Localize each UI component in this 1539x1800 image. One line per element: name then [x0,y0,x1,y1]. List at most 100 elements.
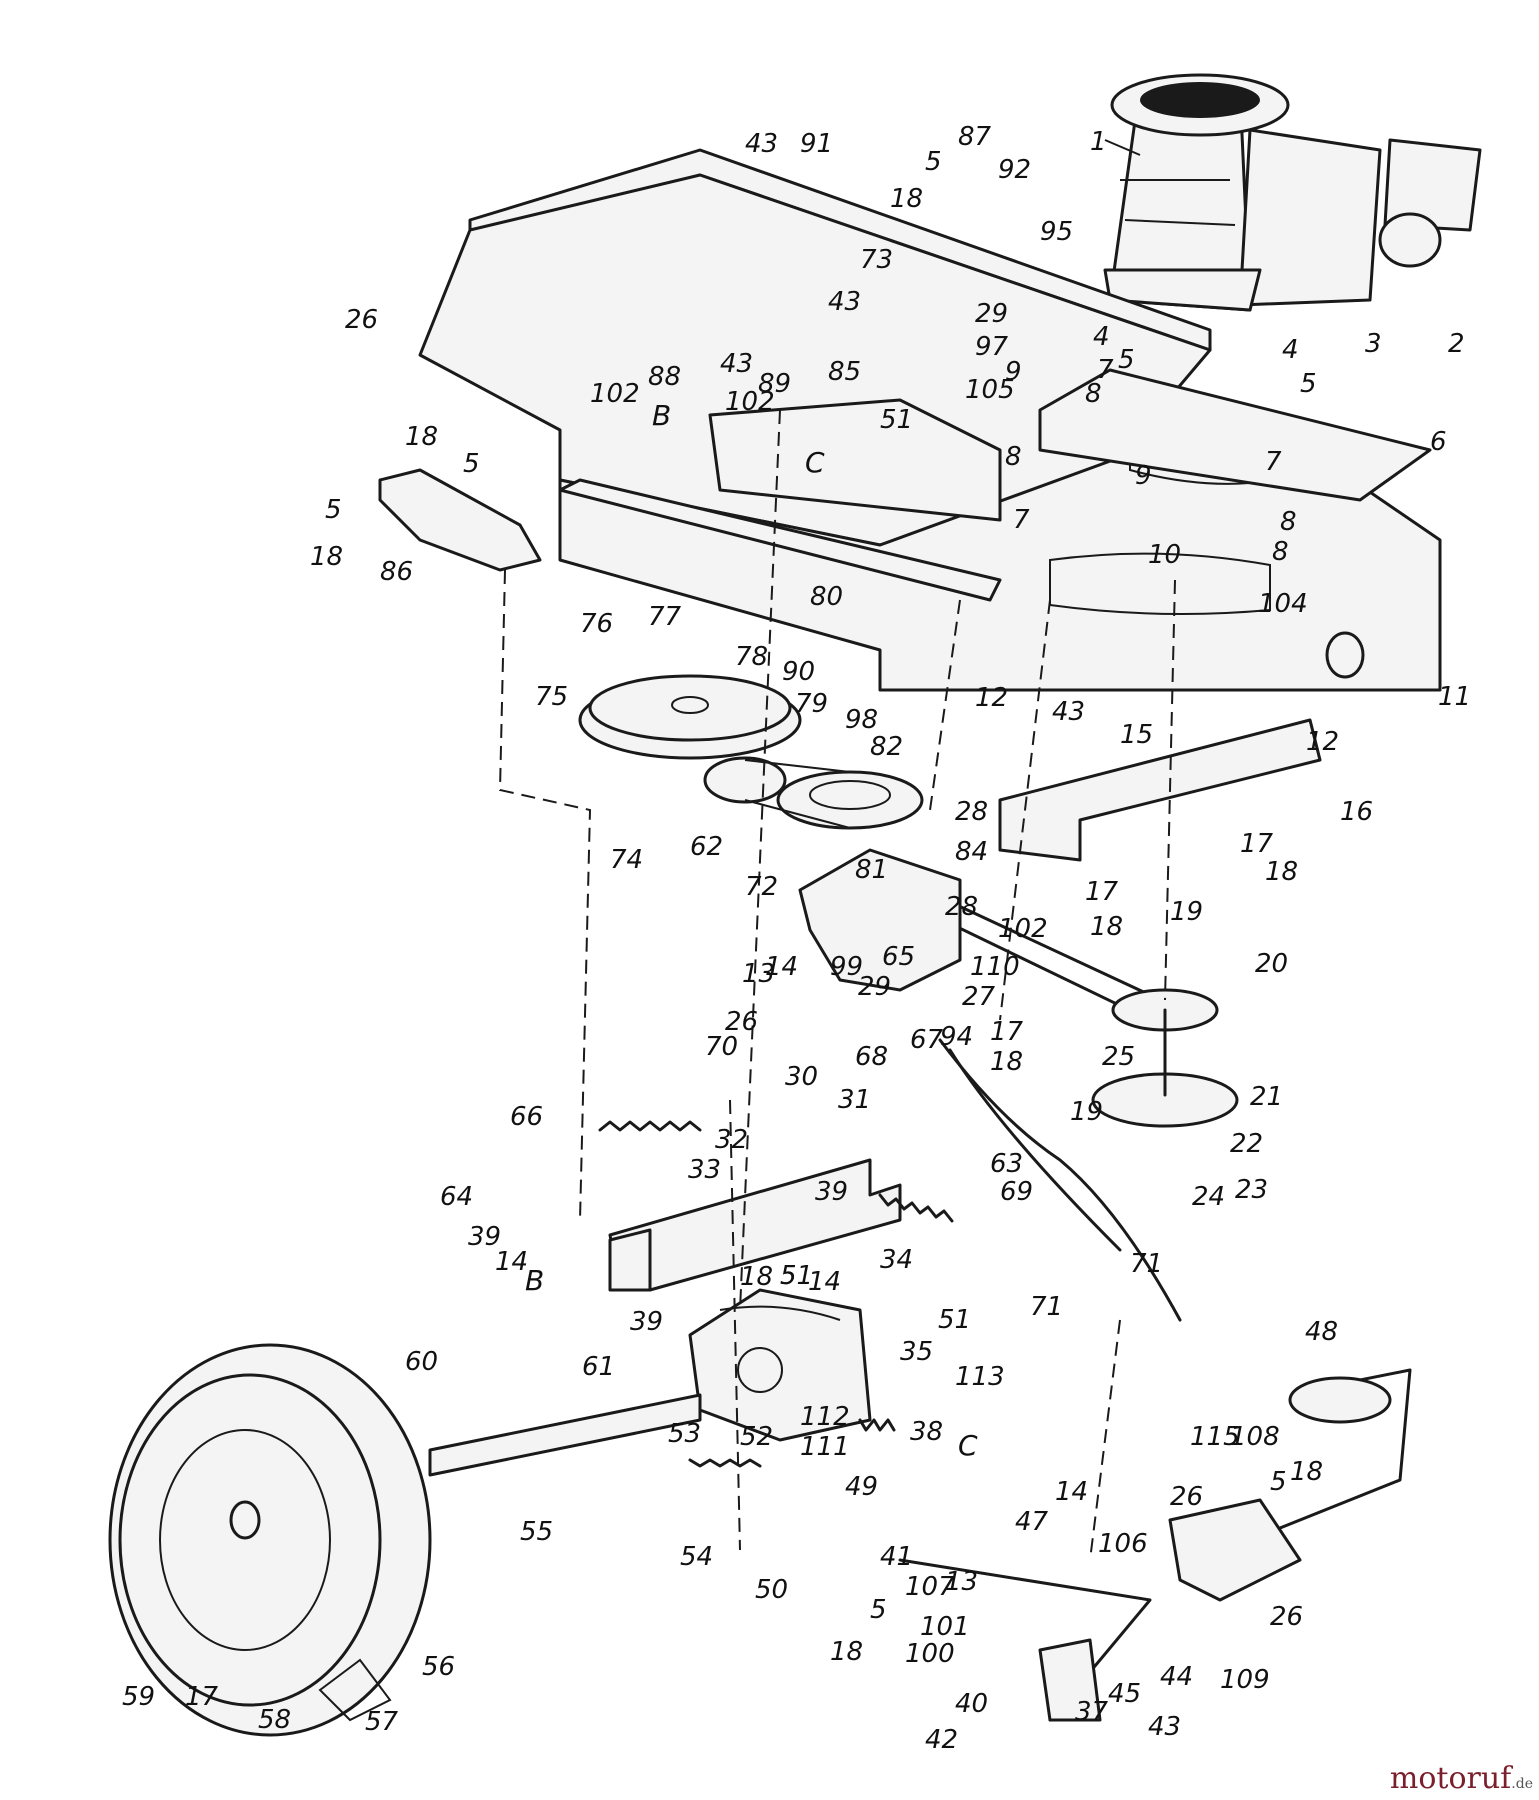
callout-102b: 102 [725,387,775,417]
callout-7c: 7 [1013,505,1030,535]
axle-illustration [428,1393,702,1477]
callout-57: 57 [365,1707,399,1737]
callout-82: 82 [870,732,903,762]
callout-76: 76 [580,609,613,639]
callout-113: 113 [955,1362,1005,1392]
callout-17a: 17 [1240,829,1274,859]
callout-27: 27 [962,982,996,1012]
callout-68: 68 [855,1042,888,1072]
callout-14b: 14 [495,1247,528,1277]
callout-73: 73 [860,245,893,275]
reference-b-upper: B [652,399,671,432]
watermark-brand: motoruf [1389,1761,1512,1796]
pedal-linkage-illustration [898,1368,1412,1722]
idler-bracket-illustration [798,848,962,992]
callout-51b: 51 [938,1305,971,1335]
control-rod-illustration-2 [948,1048,1122,1252]
callout-14d: 14 [1055,1477,1088,1507]
callout-40: 40 [955,1689,988,1719]
callout-8b: 8 [1005,442,1022,472]
callout-71b: 71 [1030,1292,1063,1322]
callout-8d: 8 [1272,537,1289,567]
callout-75: 75 [535,682,568,712]
seat-plate-illustration [1038,368,1432,502]
callout-37: 37 [1075,1697,1109,1727]
callout-61: 61 [582,1352,615,1382]
callout-92: 92 [998,155,1031,185]
callout-107: 107 [905,1572,955,1602]
callout-12a: 12 [975,683,1008,713]
callout-67: 67 [910,1025,944,1055]
callout-31: 31 [838,1085,871,1115]
callout-3: 3 [1365,329,1382,359]
callout-24: 24 [1192,1182,1225,1212]
callout-4b: 4 [1282,335,1299,365]
callout-29b: 29 [858,972,891,1002]
part-number-labels: 1 2 3 4 4 5 5 5 5 5 5 5 5 6 7 7 7 8 8 8 … [122,122,1471,1755]
callout-77: 77 [648,602,682,632]
callout-54: 54 [680,1542,713,1572]
callout-98: 98 [845,705,878,735]
callout-99: 99 [830,952,863,982]
callout-39a: 39 [468,1222,501,1252]
callout-18b: 18 [405,422,438,452]
callout-71a: 71 [1130,1249,1163,1279]
callout-1: 1 [1090,127,1107,157]
pulley-drive-illustration [578,674,924,830]
callout-19b: 19 [1070,1097,1103,1127]
callout-18c: 18 [310,542,343,572]
callout-32: 32 [715,1125,748,1155]
callout-58: 58 [258,1705,291,1735]
control-rod-illustration [938,1038,1182,1322]
callout-48: 48 [1305,1317,1338,1347]
callout-14c: 14 [808,1267,841,1297]
callout-94: 94 [940,1022,973,1052]
callout-28a: 28 [955,797,988,827]
callout-87: 87 [958,122,992,152]
callout-43a: 43 [745,129,778,159]
callout-106: 106 [1098,1529,1148,1559]
reference-b-lower: B [525,1264,544,1297]
spring-illustration-54 [688,1458,762,1468]
callout-5c: 5 [1300,369,1317,399]
callout-22: 22 [1230,1129,1263,1159]
callout-53: 53 [668,1419,701,1449]
callout-108: 108 [1230,1422,1280,1452]
callout-43e: 43 [1148,1712,1181,1742]
callout-52: 52 [740,1422,773,1452]
callout-10: 10 [1148,540,1181,570]
callout-4a: 4 [1093,322,1110,352]
spring-illustration-66 [598,1120,702,1132]
callout-26c: 26 [1170,1482,1203,1512]
callout-13a: 13 [742,959,775,989]
callout-111: 111 [800,1432,850,1462]
callout-112: 112 [800,1402,850,1432]
callout-18e: 18 [1090,912,1123,942]
callout-43c: 43 [828,287,861,317]
callout-102c: 102 [998,914,1048,944]
support-bracket-illustration [998,718,1322,862]
callout-51a: 51 [880,405,913,435]
callout-21: 21 [1250,1082,1283,1112]
callout-84: 84 [955,837,988,867]
callout-2: 2 [1448,329,1465,359]
callout-43d: 43 [1052,697,1085,727]
callout-7a: 7 [1097,355,1114,385]
callout-101: 101 [920,1612,970,1642]
callout-29a: 29 [975,299,1008,329]
wheel-illustration [108,1343,432,1737]
callout-18g: 18 [740,1262,773,1292]
callout-7b: 7 [1265,447,1282,477]
callout-15: 15 [1120,720,1153,750]
callout-5e: 5 [325,495,342,525]
callout-33: 33 [688,1155,721,1185]
callout-18f: 18 [990,1047,1023,1077]
callout-9b: 9 [1135,461,1152,491]
callout-8c: 8 [1280,507,1297,537]
watermark-logo: motoruf.de [1390,1761,1533,1796]
assembly-guide-lines [498,409,1176,1561]
callout-49: 49 [845,1472,878,1502]
callout-63: 63 [990,1149,1023,1179]
